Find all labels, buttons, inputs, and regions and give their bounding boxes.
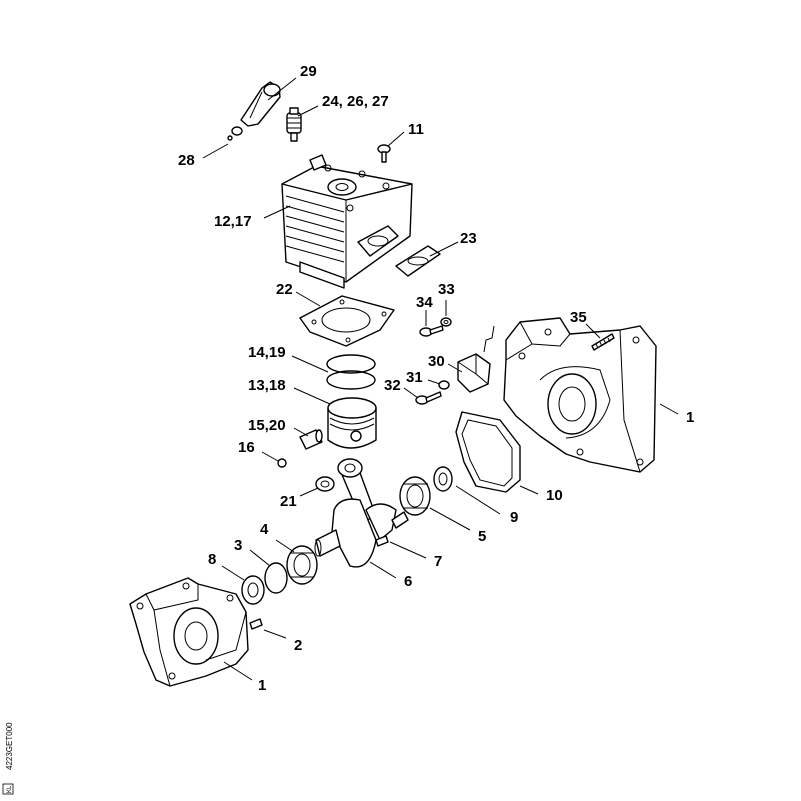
oil-seal-left [241, 575, 265, 605]
callout-29: 29 [300, 63, 317, 80]
crankshaft [314, 458, 409, 568]
callout-22: 22 [276, 281, 293, 298]
leader-lines [202, 77, 679, 681]
cylinder [281, 154, 413, 289]
callout-5: 5 [478, 528, 486, 545]
stud-35 [591, 333, 615, 351]
callout-35: 35 [570, 309, 587, 326]
ignition-module [457, 325, 495, 393]
crankcase-gasket [455, 411, 521, 493]
callout-34: 34 [416, 294, 433, 311]
callout-13-18: 13,18 [248, 377, 286, 394]
oil-seal-right [433, 466, 453, 492]
callout-4: 4 [260, 521, 269, 538]
callout-15-20: 15,20 [248, 417, 286, 434]
exhaust-gasket [395, 245, 441, 277]
callout-28: 28 [178, 152, 195, 169]
callout-12-17: 12,17 [214, 213, 252, 230]
callout-3: 3 [234, 537, 242, 554]
washer-33 [440, 317, 452, 327]
corner-mark-box [2, 783, 14, 795]
callout-21: 21 [280, 493, 297, 510]
callout-31: 31 [406, 369, 423, 386]
callout-2: 2 [294, 637, 302, 654]
callout-6: 6 [404, 573, 412, 590]
screw-32 [415, 391, 442, 405]
ball-bearing-left [286, 545, 318, 585]
circlip [277, 458, 287, 468]
washer-31 [438, 380, 450, 390]
ball-bearing-right [399, 476, 431, 516]
crankcase-left [129, 577, 249, 687]
dowel-pin [249, 618, 263, 630]
callout-labels: 29 24, 26, 27 11 28 12,17 23 22 34 33 35… [178, 63, 694, 694]
screw-11 [377, 144, 391, 163]
callout-30: 30 [428, 353, 445, 370]
screw-34 [419, 325, 444, 337]
nut-28 [227, 126, 243, 141]
piston [327, 397, 377, 449]
spark-plug [286, 107, 302, 142]
callout-1-right: 1 [686, 409, 694, 426]
callout-23: 23 [460, 230, 477, 247]
drawing-code: 4223GET000 [5, 722, 14, 770]
snap-ring [264, 562, 288, 594]
callout-33: 33 [438, 281, 455, 298]
callout-9: 9 [510, 509, 518, 526]
callout-10: 10 [546, 487, 563, 504]
crankcase-right [503, 317, 657, 473]
spark-plug-boot [240, 81, 281, 127]
needle-cage [315, 476, 335, 492]
callout-24-26-27: 24, 26, 27 [322, 93, 389, 110]
callout-16: 16 [238, 439, 255, 456]
piston-rings [326, 354, 376, 390]
callout-11: 11 [408, 121, 424, 138]
callout-1-left: 1 [258, 677, 266, 694]
woodruff-key [375, 535, 389, 547]
corner-mark: KL [7, 785, 13, 793]
callout-7: 7 [434, 553, 442, 570]
callout-14-19: 14,19 [248, 344, 286, 361]
cylinder-gasket [299, 295, 395, 347]
callout-32: 32 [384, 377, 401, 394]
callout-8: 8 [208, 551, 216, 568]
